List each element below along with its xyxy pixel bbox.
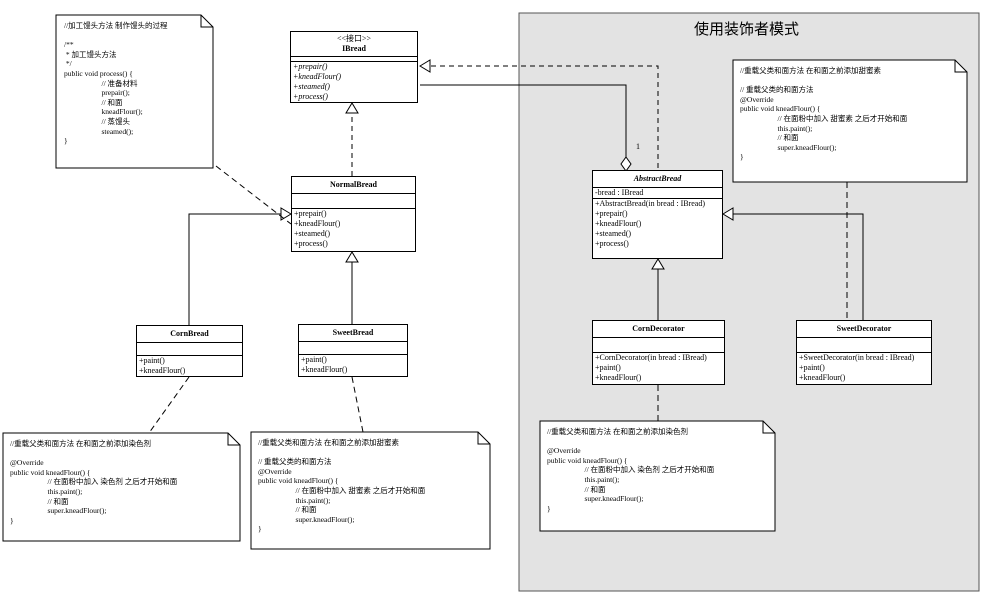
- class-ibread-methods: +prepair() +kneadFlour() +steamed() +pro…: [291, 62, 417, 102]
- class-cornbread-name: CornBread: [137, 326, 242, 343]
- class-corndecorator-name: CornDecorator: [593, 321, 724, 338]
- class-ibread-stereotype: <<接口>>: [336, 34, 372, 43]
- class-sweetdecorator-name: SweetDecorator: [797, 321, 931, 338]
- class-sweetbread-attributes: [299, 342, 407, 355]
- method-row: +prepair(): [595, 209, 628, 218]
- generalization-sweetdec-abstract: [733, 213, 864, 320]
- class-normalbread-methods: +prepair() +kneadFlour() +steamed() +pro…: [292, 209, 415, 249]
- class-sweetbread-methods: +paint() +kneadFlour(): [299, 355, 407, 375]
- class-abstractbread-name: AbstractBread: [593, 171, 722, 188]
- realization-arrowhead-abstract: [419, 59, 431, 73]
- note-sweetbread: //重载父类和面方法 在和面之前添加甜蜜素 // 重载父类的和面方法 @Over…: [258, 438, 426, 534]
- method-row: +kneadFlour(): [294, 219, 341, 228]
- class-sweetbread-name: SweetBread: [299, 325, 407, 342]
- note-fold-cornbread: [227, 433, 240, 446]
- note-fold-corndec: [762, 421, 775, 434]
- class-ibread-attributes: [291, 57, 417, 62]
- class-abstractbread[interactable]: AbstractBread -bread : IBread +AbstractB…: [592, 170, 723, 259]
- note-fold-sweetdec: [954, 60, 967, 73]
- note-process: //加工馒头方法 制作馒头的过程 /** * 加工馒头方法 */ public …: [64, 21, 168, 146]
- method-row: +prepair(): [294, 209, 327, 218]
- class-cornbread-attributes: [137, 343, 242, 356]
- class-abstractbread-methods: +AbstractBread(in bread : IBread) +prepa…: [593, 199, 722, 249]
- attribute-row: -bread : IBread: [595, 188, 644, 197]
- note-anchor-cornbread: [148, 376, 190, 434]
- method-row: +paint(): [595, 363, 621, 372]
- method-row: +kneadFlour(): [595, 373, 642, 382]
- class-corndecorator[interactable]: CornDecorator +CornDecorator(in bread : …: [592, 320, 725, 385]
- class-sweetbread[interactable]: SweetBread +paint() +kneadFlour(): [298, 324, 408, 377]
- method-row: +process(): [595, 239, 629, 248]
- generalization-arrowhead-corndec: [651, 258, 665, 270]
- method-row: +kneadFlour(): [139, 366, 186, 375]
- realization-abstract-ibread: [430, 65, 659, 168]
- class-corndecorator-attributes: [593, 338, 724, 353]
- note-cornbread: //重载父类和面方法 在和面之前添加染色剂 @Override public v…: [10, 439, 178, 525]
- class-ibread-header: <<接口>> IBread: [291, 32, 417, 57]
- note-anchor-process: [215, 165, 292, 225]
- method-row: +prepair(): [293, 62, 328, 71]
- method-row: +process(): [293, 92, 328, 101]
- class-sweetdecorator-methods: +SweetDecorator(in bread : IBread) +pain…: [797, 353, 931, 383]
- note-shape-sweetbread: [250, 431, 491, 550]
- method-row: +kneadFlour(): [595, 219, 642, 228]
- method-row: +paint(): [799, 363, 825, 372]
- class-cornbread[interactable]: CornBread +paint() +kneadFlour(): [136, 325, 243, 377]
- method-row: +steamed(): [293, 82, 330, 91]
- class-sweetdecorator[interactable]: SweetDecorator +SweetDecorator(in bread …: [796, 320, 932, 385]
- note-fold-sweetbread: [477, 432, 490, 445]
- method-row: +CornDecorator(in bread : IBread): [595, 353, 707, 362]
- generalization-corn-normal: [188, 213, 281, 325]
- class-ibread[interactable]: <<接口>> IBread +prepair() +kneadFlour() +…: [290, 31, 418, 103]
- realization-arrowhead-normal: [345, 102, 359, 114]
- generalization-arrowhead-sweet: [345, 251, 359, 263]
- method-row: +steamed(): [595, 229, 632, 238]
- aggregation-multiplicity: 1: [636, 142, 640, 151]
- note-shape-corndec: [539, 420, 776, 532]
- note-sweetdecorator: //重载父类和面方法 在和面之前添加甜蜜素 // 重载父类的和面方法 @Over…: [740, 66, 908, 162]
- method-row: +paint(): [301, 355, 327, 364]
- note-shape-sweetdec: [732, 59, 968, 183]
- method-row: +paint(): [139, 356, 165, 365]
- note-fold-process: [200, 15, 213, 28]
- class-abstractbread-attributes: -bread : IBread: [593, 188, 722, 199]
- class-normalbread[interactable]: NormalBread +prepair() +kneadFlour() +st…: [291, 176, 416, 252]
- class-corndecorator-methods: +CornDecorator(in bread : IBread) +paint…: [593, 353, 724, 383]
- method-row: +process(): [294, 239, 328, 248]
- note-shape-process: [55, 14, 214, 169]
- method-row: +steamed(): [294, 229, 331, 238]
- method-row: +SweetDecorator(in bread : IBread): [799, 353, 915, 362]
- note-corndecorator: //重载父类和面方法 在和面之前添加染色剂 @Override public v…: [547, 427, 715, 513]
- generalization-arrowhead-corn: [280, 207, 292, 221]
- method-row: +kneadFlour(): [293, 72, 342, 81]
- aggregation-abstract-ibread: [420, 84, 627, 157]
- decorator-group-title: 使用装饰者模式: [694, 20, 800, 38]
- class-cornbread-methods: +paint() +kneadFlour(): [137, 356, 242, 376]
- method-row: +AbstractBread(in bread : IBread): [595, 199, 706, 208]
- class-normalbread-attributes: [292, 194, 415, 209]
- class-ibread-name: IBread: [342, 44, 366, 53]
- method-row: +kneadFlour(): [799, 373, 846, 382]
- class-sweetdecorator-attributes: [797, 338, 931, 353]
- method-row: +kneadFlour(): [301, 365, 348, 374]
- class-normalbread-name: NormalBread: [292, 177, 415, 194]
- generalization-arrowhead-sweetdec: [722, 207, 734, 221]
- note-shape-cornbread: [2, 432, 241, 542]
- note-anchor-sweetbread: [351, 376, 364, 433]
